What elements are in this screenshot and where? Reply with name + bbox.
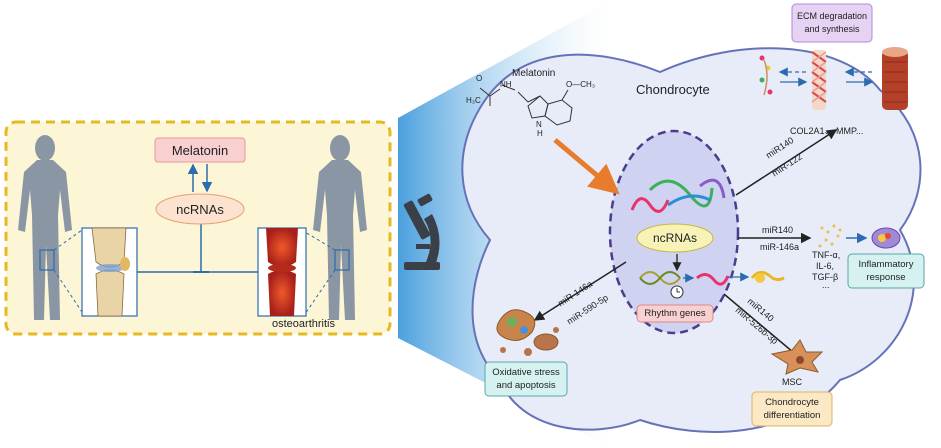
cytokine-2: IL-6, (816, 261, 835, 271)
n-label: N (536, 120, 542, 129)
osteoarthritis-knee-image (257, 227, 307, 317)
mrna-icon (696, 273, 730, 286)
inflam-line1: Inflammatory (858, 259, 914, 270)
chondrocyte-title: Chondrocyte (636, 82, 710, 97)
melatonin-arrow (553, 138, 620, 195)
melatonin-structure (479, 84, 573, 126)
col-mmp-label: COL2A1、 MMP... (790, 126, 864, 136)
human-figure-left (18, 135, 72, 320)
inflammatory-response-box (847, 253, 925, 289)
o-label: O (476, 74, 483, 83)
microscope-icon (403, 193, 440, 270)
msc-label: MSC (782, 377, 802, 387)
ncrnas-label: ncRNAs (176, 201, 224, 217)
ecm-box (791, 3, 873, 43)
oxidative-stress-box (484, 361, 568, 397)
chondrocyte-differentiation-label: Chondrocyte differentiation (752, 392, 832, 426)
nucleus-ncrnas-label: ncRNAs (652, 231, 697, 245)
inflammatory-label: Inflammatory response (848, 254, 924, 288)
oxid-line2: and apoptosis (496, 380, 556, 391)
oxidative-label: Oxidative stress and apoptosis (485, 362, 567, 396)
ncrnas-nucleus-ellipse (636, 223, 714, 253)
collagen-fiber-icon (882, 47, 908, 110)
rhythm-genes-label: Rhythm genes (644, 308, 706, 319)
mir-mid-2: miR-146a (760, 242, 800, 252)
och3-label: O—CH₃ (566, 80, 596, 89)
chondro-line2: differentiation (763, 410, 821, 421)
collagen-fragments-icon (759, 55, 773, 96)
mir-mid-1: miR140 (762, 225, 794, 235)
cytokine-4: ... (822, 280, 830, 290)
protein-icon (750, 271, 785, 283)
ncrnas-ellipse (155, 193, 245, 225)
melatonin-box (154, 137, 246, 163)
healthy-knee-image (81, 227, 138, 317)
ncrna-strands (630, 178, 726, 213)
dna-helix-icon (639, 271, 681, 285)
h-label: H (537, 129, 543, 138)
oxid-line1: Oxidative stress (492, 367, 560, 378)
apoptotic-cells-icon (496, 309, 559, 356)
ecm-label: ECM degradation and synthesis (792, 4, 872, 42)
h3c-label: H₃C (466, 96, 481, 105)
collagen-helix-icon (811, 50, 827, 110)
ecm-line1: ECM degradation (796, 11, 868, 21)
cytokine-3: TGF-β (812, 272, 839, 282)
knee-marker-right (334, 249, 350, 271)
chondro-line1: Chondrocyte (765, 397, 819, 408)
cytokine-1: TNF-α, (812, 250, 841, 260)
melatonin-label: Melatonin (171, 142, 229, 158)
nh-label: NH (500, 80, 512, 89)
human-figure-right (313, 135, 367, 320)
rhythm-genes-box (636, 304, 714, 323)
osteoarthritis-label: osteoarthritis (272, 318, 335, 330)
inflam-line2: response (866, 272, 906, 283)
cytokine-dots-icon (818, 224, 842, 248)
inflammatory-cell-icon (871, 227, 901, 249)
knee-marker-left (39, 249, 55, 271)
ecm-line2: and synthesis (804, 24, 860, 34)
melatonin-structure-label: Melatonin (512, 68, 556, 79)
msc-cell-icon (770, 339, 824, 375)
chondrocyte-differentiation-box (751, 391, 833, 427)
